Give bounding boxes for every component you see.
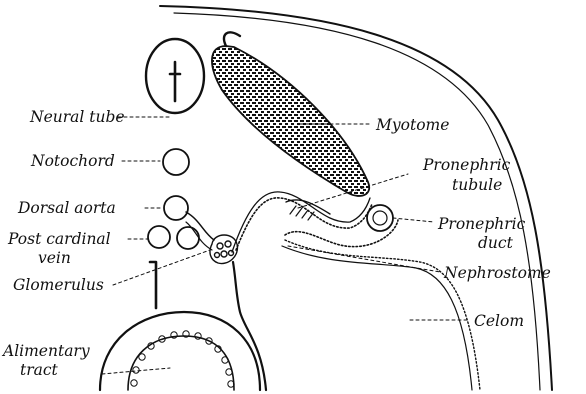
label-celom: Celom	[474, 312, 524, 330]
neural-tube-canal	[170, 62, 180, 101]
post-cardinal-vein-left	[148, 226, 170, 248]
pronephric-duct	[367, 205, 393, 231]
label-myotome: Myotome	[375, 116, 449, 134]
label-notochord: Notochord	[30, 152, 115, 170]
alimentary-tract-outer	[100, 312, 260, 390]
alimentary-tract-epithelium	[131, 331, 234, 387]
label-pronephric-duct-2: duct	[478, 234, 514, 252]
label-dorsal-aorta: Dorsal aorta	[17, 199, 116, 217]
leader-lines	[102, 117, 470, 374]
myotome-tip-hook	[224, 32, 240, 46]
label-neural-tube: Neural tube	[29, 108, 125, 126]
myotome	[212, 46, 369, 196]
nephrostome-lining	[285, 220, 398, 247]
alimentary-tract-inner	[128, 336, 234, 390]
label-pronephric-duct-1: Pronephric	[437, 215, 526, 233]
label-alimentary-tract-2: tract	[20, 361, 59, 379]
label-post-cardinal-vein-1: Post cardinal	[7, 230, 111, 248]
label-alimentary-tract-1: Alimentary	[1, 342, 90, 360]
label-post-cardinal-vein-2: vein	[38, 249, 71, 267]
label-glomerulus: Glomerulus	[13, 276, 104, 294]
label-pronephric-tubule-2: tubule	[452, 176, 502, 194]
mesentery-right	[233, 262, 266, 390]
post-cardinal-vein-right	[177, 227, 199, 249]
notochord	[163, 149, 189, 175]
label-nephrostome: Nephrostome	[443, 264, 551, 282]
pronephric-duct-lumen	[373, 211, 387, 225]
dorsal-aorta	[164, 196, 188, 220]
label-pronephric-tubule-1: Pronephric	[422, 156, 511, 174]
mesentery-left	[150, 262, 156, 308]
